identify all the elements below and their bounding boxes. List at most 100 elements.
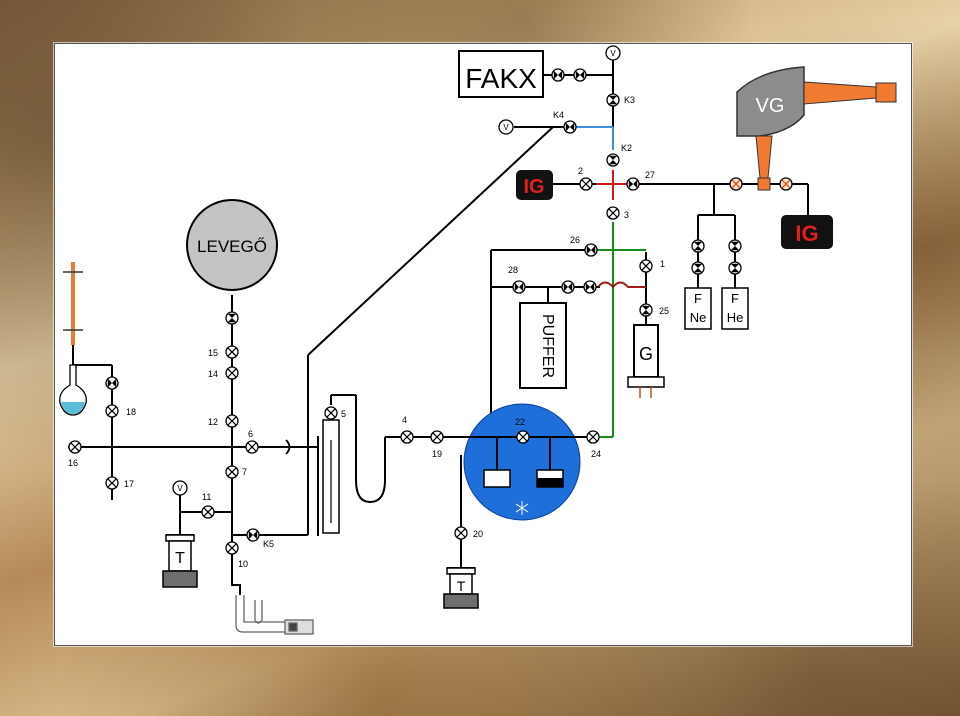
valve-20-icon[interactable]: [454, 526, 468, 540]
t-left-label: T: [175, 550, 185, 567]
valve-fakx-2-icon[interactable]: [573, 68, 587, 82]
red-bump-pipe: [597, 281, 646, 289]
valve-k2-icon[interactable]: [606, 153, 620, 167]
levego-air-reservoir: [186, 199, 278, 291]
valve-orange-right-icon[interactable]: [779, 177, 793, 191]
valve-11-icon[interactable]: [201, 505, 215, 519]
f-ne-top-label: F: [694, 291, 702, 306]
vg-label: VG: [756, 95, 785, 117]
fakx-label: FAKX: [465, 63, 537, 94]
valve-25-icon[interactable]: [639, 303, 653, 317]
valve-28-icon[interactable]: [512, 280, 526, 294]
valve-k4-icon[interactable]: [563, 120, 577, 134]
label-27: 27: [645, 170, 655, 180]
valve-24-icon[interactable]: [586, 430, 600, 444]
t-pump-right: [443, 567, 479, 609]
flow-arrow-icon: [285, 439, 291, 455]
f-he-top-label: F: [731, 291, 739, 306]
ig-left-label: IG: [523, 176, 544, 198]
f-ne-bottom-label: Ne: [690, 310, 707, 325]
valve-6-icon[interactable]: [245, 440, 259, 454]
vg-orange-cap: [875, 82, 897, 103]
chamber-sample-right-fill: [537, 478, 563, 487]
puffer-label: PUFFER: [539, 314, 556, 378]
valve-14-icon[interactable]: [225, 366, 239, 380]
label-19: 19: [432, 449, 442, 459]
f-he-bottle: [721, 287, 749, 330]
vg-orange-arm: [803, 81, 877, 105]
label-k5: K5: [263, 539, 274, 549]
valve-ne-2-icon[interactable]: [691, 261, 705, 275]
valve-12-icon[interactable]: [225, 414, 239, 428]
label-6: 6: [248, 429, 253, 439]
g-gauge-base: [627, 376, 665, 388]
f-he-bottom-label: He: [727, 310, 744, 325]
chamber-sample-left: [483, 469, 511, 488]
label-22: 22: [515, 417, 525, 427]
fakx-box: [458, 50, 544, 98]
label-17: 17: [124, 479, 134, 489]
label-15: 15: [208, 348, 218, 358]
vg-orange-stem: [755, 135, 773, 179]
valve-2-icon[interactable]: [579, 177, 593, 191]
label-26: 26: [570, 235, 580, 245]
valve-fakx-1-icon[interactable]: [551, 68, 565, 82]
valve-7-icon[interactable]: [225, 465, 239, 479]
valve-labels: K3 K4 K2 2 27 3 26 1 28 25 15 14 18 12 6…: [68, 95, 669, 569]
levego-label: LEVEGŐ: [197, 237, 267, 256]
label-1: 1: [660, 259, 665, 269]
valve-17-icon[interactable]: [105, 476, 119, 490]
valve-he-2-icon[interactable]: [728, 261, 742, 275]
label-12: 12: [208, 417, 218, 427]
vg-analyzer: [736, 66, 805, 137]
label-k2: K2: [621, 143, 632, 153]
label-25: 25: [659, 306, 669, 316]
label-24: 24: [591, 449, 601, 459]
g-gauge-body: [633, 324, 659, 378]
valve-orange-left-icon[interactable]: [729, 177, 743, 191]
label-14: 14: [208, 369, 218, 379]
valve-5-icon[interactable]: [324, 406, 338, 420]
valve-flask-icon[interactable]: [105, 376, 119, 390]
vacuum-chamber: [463, 403, 581, 521]
valve-15-icon[interactable]: [225, 345, 239, 359]
valve-4-icon[interactable]: [400, 430, 414, 444]
snowflake-icon: [515, 501, 529, 515]
valve-22-icon[interactable]: [516, 430, 530, 444]
valve-k5-icon[interactable]: [246, 528, 260, 542]
valve-10-icon[interactable]: [225, 541, 239, 555]
valve-19-icon[interactable]: [430, 430, 444, 444]
valve-ne-1-icon[interactable]: [691, 239, 705, 253]
g-label: G: [639, 344, 653, 364]
flask-liquid: [61, 402, 85, 414]
valve-3-icon[interactable]: [606, 206, 620, 220]
label-5: 5: [341, 409, 346, 419]
ig-gauge-right: [781, 215, 833, 249]
rotary-pump: [235, 595, 314, 635]
label-3: 3: [624, 210, 629, 220]
valve-18-icon[interactable]: [105, 404, 119, 418]
ig-gauge-left: [516, 170, 553, 200]
label-4: 4: [402, 415, 407, 425]
label-k4: K4: [553, 110, 564, 120]
label-2: 2: [578, 166, 583, 176]
valve-1-icon[interactable]: [639, 259, 653, 273]
label-28: 28: [508, 265, 518, 275]
label-10: 10: [238, 559, 248, 569]
v-label-left: V: [177, 484, 183, 493]
t-right-label: T: [457, 578, 466, 594]
valve-k3-icon[interactable]: [606, 93, 620, 107]
valve-27-icon[interactable]: [626, 177, 640, 191]
valve-he-1-icon[interactable]: [728, 239, 742, 253]
vacuum-gauge-left: [172, 480, 188, 496]
f-ne-bottle: [684, 287, 712, 330]
valve-levego-icon[interactable]: [225, 311, 239, 325]
label-20: 20: [473, 529, 483, 539]
valve-16-icon[interactable]: [68, 440, 82, 454]
valve-puffer-1-icon[interactable]: [561, 280, 575, 294]
valve-puffer-2-icon[interactable]: [583, 280, 597, 294]
vg-orange-joint: [757, 177, 771, 191]
label-k3: K3: [624, 95, 635, 105]
valve-26-icon[interactable]: [584, 243, 598, 257]
